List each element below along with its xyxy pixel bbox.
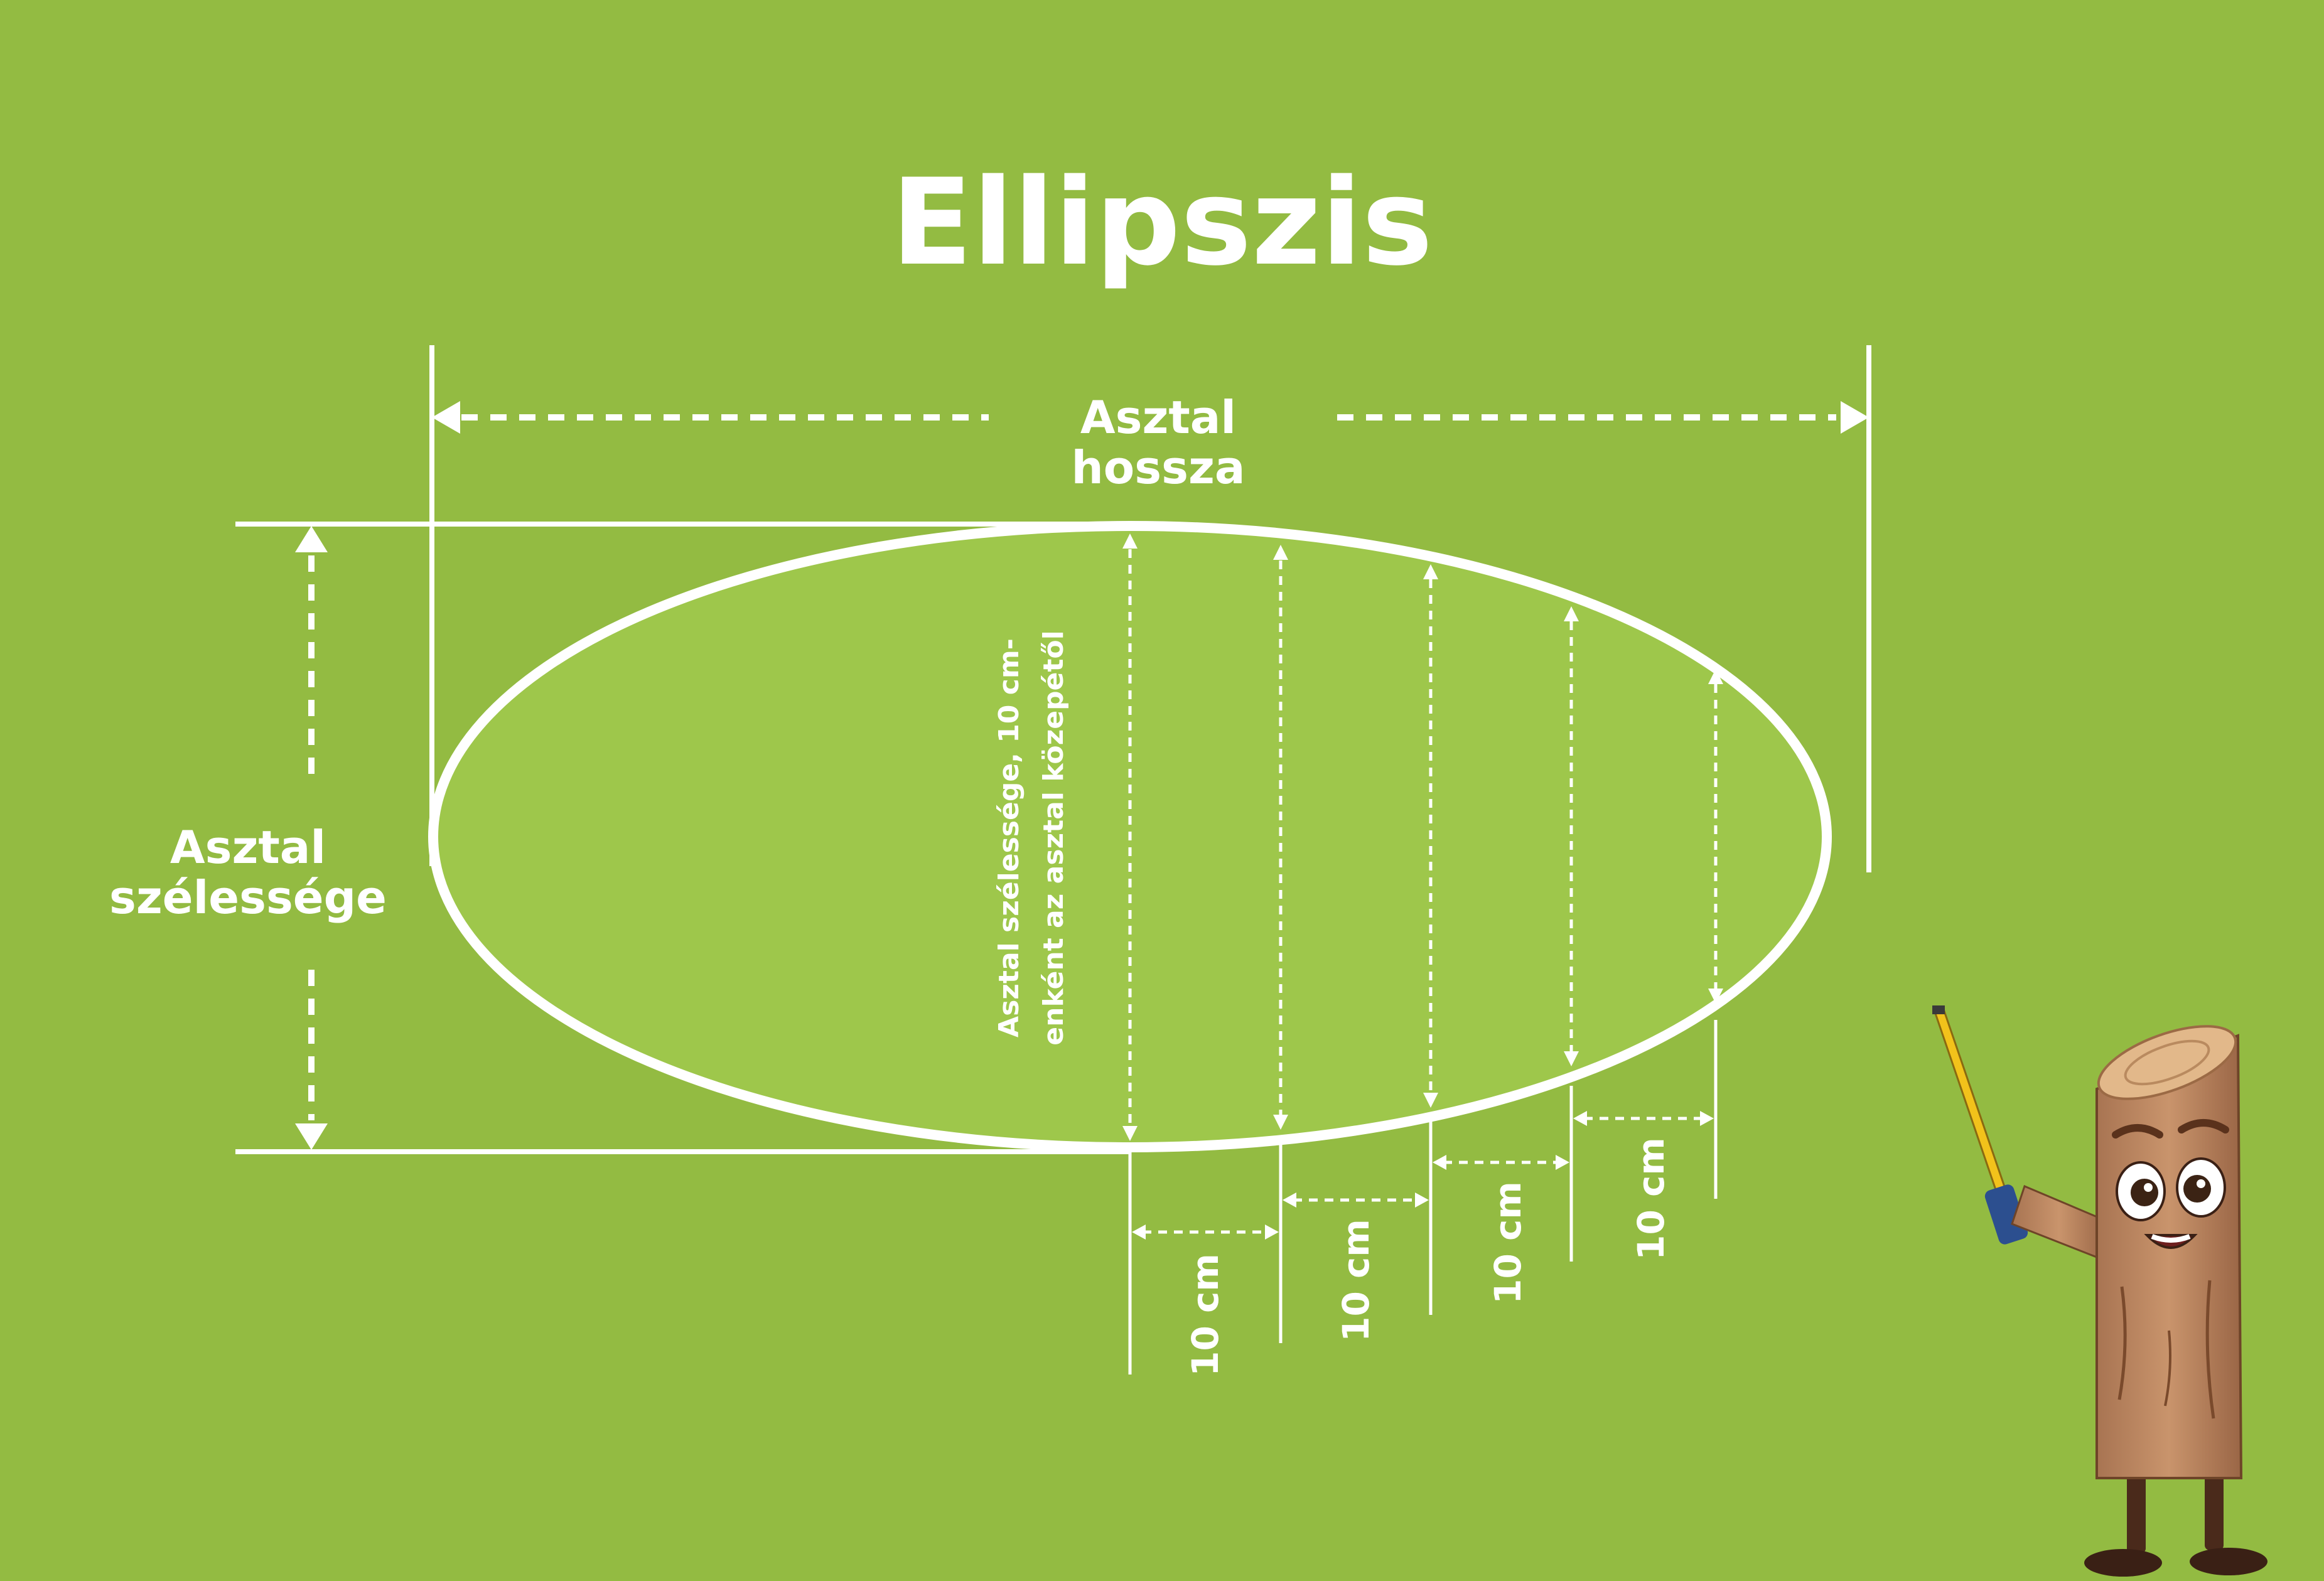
width-arrowhead-top xyxy=(295,526,328,552)
width-arrow xyxy=(295,526,328,1150)
measure-note-line1: Asztal szélessége, 10 cm- xyxy=(993,638,1025,1037)
step-arrow-4 xyxy=(1573,1111,1714,1126)
length-arrowhead-right xyxy=(1841,401,1869,434)
width-arrowhead-bottom xyxy=(295,1123,328,1150)
inner-measure-arrow-4 xyxy=(1564,606,1579,1066)
step-arrow-2 xyxy=(1283,1192,1429,1208)
inner-measure-arrow-2 xyxy=(1273,545,1288,1130)
step-label-3: 10 cm xyxy=(1487,1181,1529,1304)
step-arrow-1 xyxy=(1132,1225,1279,1240)
inner-measure-arrow-5 xyxy=(1708,669,1723,1004)
length-arrow xyxy=(432,401,1869,434)
measure-note-line2: enként az asztal közepétől xyxy=(1038,630,1070,1045)
step-label-2: 10 cm xyxy=(1335,1219,1377,1342)
step-arrow-3 xyxy=(1433,1155,1569,1170)
step-label-1: 10 cm xyxy=(1184,1253,1227,1376)
step-label-4: 10 cm xyxy=(1630,1137,1672,1260)
length-label-line2: hossza xyxy=(1072,441,1245,494)
inner-measure-arrow-1 xyxy=(1122,533,1138,1141)
tape-measure-icon xyxy=(1932,1005,2028,1245)
length-label-line1: Asztal xyxy=(1080,391,1236,444)
page-title: Ellipszis xyxy=(891,153,1433,292)
width-label-line1: Asztal xyxy=(170,821,326,874)
log-mascot-illustration xyxy=(1932,1005,2268,1577)
width-label-line2: szélessége xyxy=(109,871,387,924)
length-arrowhead-left xyxy=(432,401,460,434)
inner-measure-arrow-3 xyxy=(1423,564,1438,1108)
